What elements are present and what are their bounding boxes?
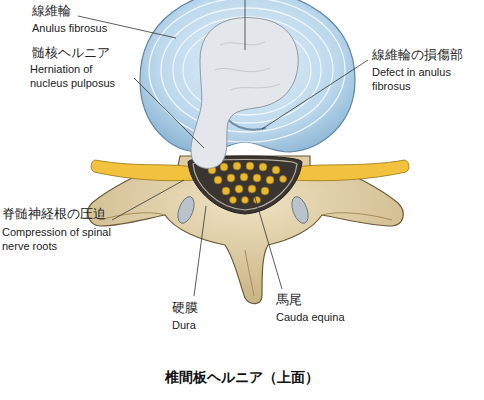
bone-shading: [100, 213, 165, 220]
english-label: Herniation of nucleus pulposus: [30, 62, 130, 90]
japanese-label: 硬膜: [172, 300, 198, 316]
nerve-root: [91, 160, 198, 181]
leader-lines: [78, 0, 368, 296]
japanese-label: 線維輪の損傷部: [372, 47, 463, 63]
facet-joint: [175, 194, 198, 225]
english-label: Compression of spinal nerve roots: [2, 225, 126, 253]
japanese-label: 髄核ヘルニア: [32, 45, 110, 61]
english-label: Defect in anulus fibrosus: [372, 65, 452, 93]
bone-shading: [245, 250, 254, 296]
anulus-defect: [226, 118, 266, 130]
english-label: Dura: [172, 318, 196, 332]
english-label: Anulus fibrosus: [32, 21, 107, 35]
japanese-label: 脊髄神経根の圧迫: [2, 206, 106, 222]
japanese-label: 線維輪: [32, 3, 71, 19]
bone-shading: [322, 213, 392, 220]
nucleus-texture: [215, 42, 280, 90]
cauda-equina: [208, 162, 287, 204]
japanese-label: 馬尾: [276, 292, 302, 308]
nucleus-herniation: [191, 17, 298, 168]
english-label: Cauda equina: [276, 310, 345, 324]
nerve-root: [290, 160, 409, 181]
facet-joint: [289, 194, 312, 225]
figure-caption: 椎間板ヘルニア（上面）: [0, 369, 484, 387]
